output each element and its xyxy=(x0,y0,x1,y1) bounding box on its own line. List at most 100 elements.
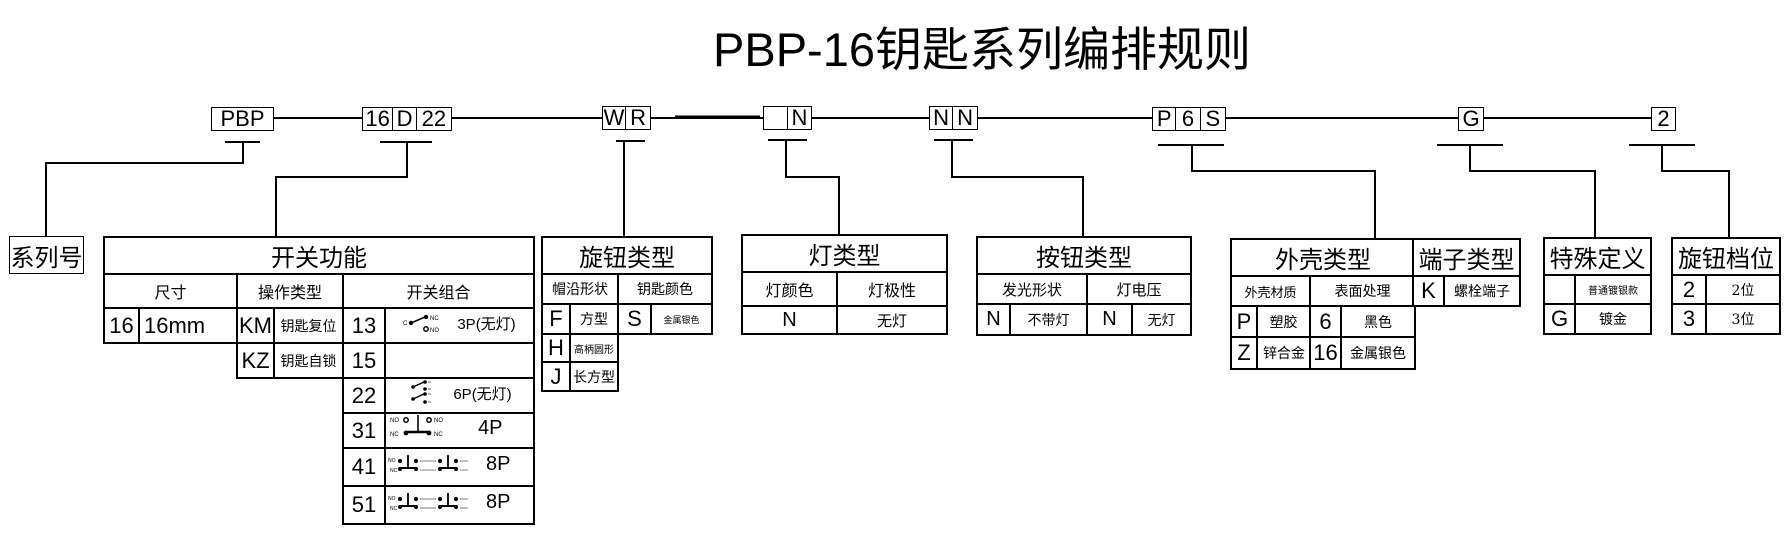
shape-desc: 长方型 xyxy=(569,361,619,392)
code-part xyxy=(764,107,788,129)
connector-light xyxy=(785,140,840,234)
switch-function-table: 开关功能 尺寸 操作类型 开关组合 16 16mm KM 钥匙复位 13 C N… xyxy=(102,236,536,525)
code-light: N xyxy=(763,106,812,130)
voltage-desc: 无灯 xyxy=(1131,303,1192,336)
symbol-label: NC xyxy=(390,506,398,512)
button-table-title: 按钮类型 xyxy=(976,236,1192,275)
code-housing: P 6 S xyxy=(1152,107,1226,131)
light-table-title: 灯类型 xyxy=(741,234,948,273)
color-desc: 金属银色 xyxy=(650,303,713,335)
combo-cell: NO NC xyxy=(383,447,536,487)
combo-code: 15 xyxy=(342,342,386,379)
no-nc-contact-icon: NO NO NC NC xyxy=(390,415,443,438)
header-light-color: 灯颜色 xyxy=(741,271,838,307)
symbol-label: NC xyxy=(390,432,399,438)
special-definition-table: 特殊定义 普通镀银款 G 镀金 xyxy=(1543,237,1652,335)
connector-special xyxy=(1469,145,1596,237)
double-no-nc-contact-icon: NO NC xyxy=(388,454,468,474)
combo-cell: NO NC xyxy=(383,485,536,525)
empty-cell xyxy=(104,378,343,413)
code-part: S xyxy=(1205,106,1221,131)
shape-code: F xyxy=(541,303,571,335)
combo-desc: 8P xyxy=(486,491,511,513)
special-desc: 普通镀银款 xyxy=(1574,274,1652,305)
empty-cell xyxy=(104,486,343,524)
size-desc: 16mm xyxy=(138,307,238,344)
housing-type-table: 外壳类型 外壳材质 表面处理 P 塑胶 6 黑色 Z 锌合金 16 金属银色 xyxy=(1230,238,1416,370)
series-box: 系列号 xyxy=(9,236,84,274)
voltage-code: N xyxy=(1086,303,1133,336)
position-code: 2 xyxy=(1671,274,1707,305)
symbol-label: NO xyxy=(388,458,396,464)
shape-desc: 高柄圆形 xyxy=(569,333,619,363)
position-code: 3 xyxy=(1671,303,1707,335)
header-combo: 开关组合 xyxy=(341,273,536,309)
code-part: N xyxy=(930,107,954,129)
code-part: N xyxy=(957,105,973,130)
code-part: D xyxy=(393,108,417,130)
light-type-table: 灯类型 灯颜色 灯极性 N 无灯 xyxy=(741,234,948,335)
material-desc: 塑胶 xyxy=(1256,305,1311,338)
finish-code: 6 xyxy=(1309,305,1342,338)
header-glow-shape: 发光形状 xyxy=(976,273,1088,305)
symbol-label: NO xyxy=(388,496,396,502)
terminal-desc: 螺栓端子 xyxy=(1443,275,1521,307)
shape-desc: 方型 xyxy=(569,303,619,335)
button-type-table: 按钮类型 发光形状 灯电压 N 不带灯 N 无灯 xyxy=(976,236,1192,336)
glow-code: N xyxy=(976,303,1011,336)
empty-cell xyxy=(104,448,343,486)
light-code: N xyxy=(741,305,838,335)
material-code: P xyxy=(1230,305,1258,338)
position-desc: 2位 xyxy=(1705,274,1781,305)
spdt-switch-icon: C NC NO xyxy=(403,314,440,334)
header-light-voltage: 灯电压 xyxy=(1086,273,1192,305)
size-code: 16 xyxy=(103,307,140,344)
header-size: 尺寸 xyxy=(103,273,238,309)
code-knob: W R xyxy=(602,106,651,130)
combo-cell: 6P(无灯) xyxy=(383,377,536,414)
housing-table-title: 外壳类型 xyxy=(1230,238,1416,277)
combo-code: 41 xyxy=(342,447,386,487)
switch-table-title: 开关功能 xyxy=(102,236,536,275)
code-special: G xyxy=(1458,107,1484,131)
code-part: P xyxy=(1153,108,1177,130)
symbol-label: NO xyxy=(390,418,399,424)
symbol-label: NC xyxy=(390,468,398,474)
knob-table-title: 旋钮类型 xyxy=(541,236,713,275)
symbol-label: NO xyxy=(434,418,443,424)
connector-housing xyxy=(1191,145,1376,238)
connector-position xyxy=(1661,145,1730,237)
shape-code: J xyxy=(541,361,571,392)
double-no-nc-contact-icon: NO NC xyxy=(388,492,468,512)
color-code: S xyxy=(617,303,652,335)
header-cap-shape: 帽沿形状 xyxy=(541,273,619,305)
operation-desc: 钥匙自锁 xyxy=(273,342,344,379)
material-code: Z xyxy=(1230,336,1258,370)
combo-code: 51 xyxy=(342,485,386,525)
terminal-code: K xyxy=(1412,275,1445,307)
code-part: R xyxy=(630,105,646,130)
combo-cell: C NC NO 3P(无灯) xyxy=(383,307,536,344)
combo-code: 22 xyxy=(342,377,386,414)
combo-cell xyxy=(383,342,536,379)
code-part: 22 xyxy=(421,106,447,131)
code-part: 6 xyxy=(1176,108,1201,130)
connector-button xyxy=(951,140,1084,236)
shape-code: H xyxy=(541,333,571,363)
combo-cell: NO NO NC NC 4P xyxy=(383,412,536,449)
finish-code: 16 xyxy=(1309,336,1342,370)
symbol-label: C xyxy=(403,321,408,327)
connector-series xyxy=(45,142,244,236)
combo-code: 31 xyxy=(342,412,386,449)
code-part: 16 xyxy=(363,108,394,130)
combo-desc: 3P(无灯) xyxy=(457,315,516,333)
operation-desc: 钥匙复位 xyxy=(273,307,344,344)
position-table-title: 旋钮档位 xyxy=(1671,237,1781,276)
empty-cell xyxy=(618,362,712,391)
code-button: N N xyxy=(929,106,978,130)
glow-desc: 不带灯 xyxy=(1009,303,1088,336)
code-switch: 16 D 22 xyxy=(362,107,452,131)
combo-code: 13 xyxy=(342,307,386,344)
symbol-label: NO xyxy=(430,328,439,334)
